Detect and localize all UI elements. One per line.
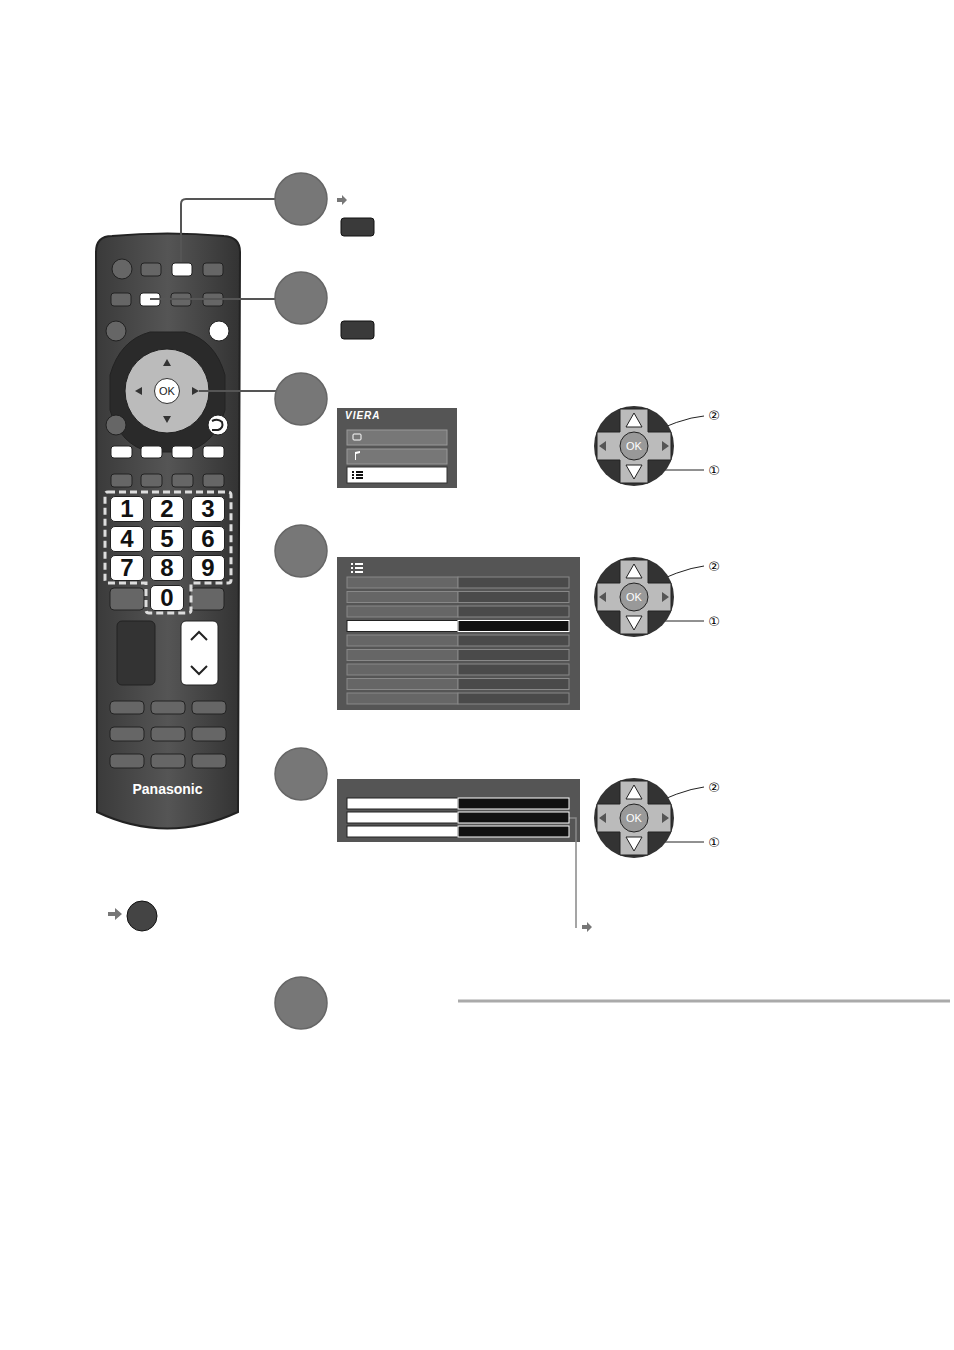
number-key: 5 bbox=[150, 526, 184, 552]
callout-number: ② bbox=[708, 408, 720, 423]
key-number: 1 bbox=[120, 497, 133, 521]
remote-control: Panasonic 1 2 3 4 5 6 7 8 9 0 OK bbox=[95, 235, 240, 835]
callout-number: ② bbox=[708, 559, 720, 574]
small-buttons bbox=[127, 218, 374, 931]
leader-lines bbox=[150, 199, 276, 391]
button-label: OK bbox=[626, 440, 642, 452]
menu-sub bbox=[337, 779, 580, 842]
remote-body bbox=[96, 234, 240, 829]
key-number: 3 bbox=[201, 497, 214, 521]
ok-button: OK bbox=[154, 378, 180, 404]
step-circles bbox=[275, 173, 327, 1029]
number-key: 4 bbox=[110, 526, 144, 552]
number-key: 3 bbox=[191, 496, 225, 522]
key-number: 2 bbox=[160, 497, 173, 521]
number-key: 2 bbox=[150, 496, 184, 522]
callout-number: ① bbox=[708, 835, 720, 850]
button-label: OK bbox=[626, 812, 642, 824]
number-key: 1 bbox=[110, 496, 144, 522]
brand-name: Panasonic bbox=[95, 781, 240, 797]
callout-number: ① bbox=[708, 463, 720, 478]
key-number: 4 bbox=[120, 527, 133, 551]
number-key: 6 bbox=[191, 526, 225, 552]
pointer-arrows bbox=[108, 195, 592, 932]
callout-number: ② bbox=[708, 780, 720, 795]
key-number: 9 bbox=[201, 556, 214, 580]
key-number: 0 bbox=[160, 586, 173, 610]
number-key: 0 bbox=[150, 585, 184, 611]
number-key: 8 bbox=[150, 555, 184, 581]
menu-row bbox=[347, 621, 569, 632]
remote-buttons bbox=[106, 259, 229, 768]
button-label: OK bbox=[626, 591, 642, 603]
number-key-outline bbox=[105, 492, 231, 613]
menu-row bbox=[347, 592, 569, 603]
callout-number: ① bbox=[708, 614, 720, 629]
menu-row bbox=[347, 650, 569, 661]
menu-row bbox=[347, 679, 569, 690]
dpad-arrows bbox=[135, 359, 199, 423]
sub-row bbox=[347, 812, 569, 823]
number-key: 9 bbox=[191, 555, 225, 581]
key-number: 8 bbox=[160, 556, 173, 580]
cursor-pad: OK bbox=[592, 404, 676, 488]
number-key: 7 bbox=[110, 555, 144, 581]
section-rule bbox=[458, 1000, 950, 1003]
menu-row bbox=[347, 693, 569, 704]
menu-row bbox=[347, 635, 569, 646]
sub-row bbox=[347, 826, 569, 837]
cursor-pad: OK bbox=[592, 776, 676, 860]
menu-list bbox=[337, 557, 580, 710]
menu-row bbox=[347, 664, 569, 675]
button-label: OK bbox=[159, 385, 175, 397]
menu-box: VIERA bbox=[337, 408, 457, 488]
logo-text: VIERA bbox=[345, 410, 381, 421]
key-number: 7 bbox=[120, 556, 133, 580]
cursor-pad: OK bbox=[592, 555, 676, 639]
sub-row bbox=[347, 798, 569, 809]
menu-row bbox=[347, 606, 569, 617]
menu-row bbox=[347, 577, 569, 588]
key-number: 5 bbox=[160, 527, 173, 551]
key-number: 6 bbox=[201, 527, 214, 551]
